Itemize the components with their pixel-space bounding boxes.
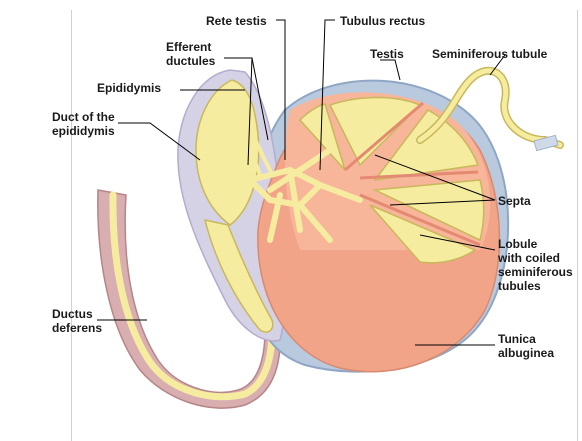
label-ductus-deferens: Ductus deferens bbox=[52, 307, 103, 335]
left-frame-border bbox=[71, 10, 72, 441]
septum-2 bbox=[359, 170, 479, 180]
leader-efferent-ductules-2 bbox=[247, 57, 253, 166]
ductus-deferens-lumen bbox=[109, 191, 276, 401]
leader-septa-2 bbox=[389, 199, 496, 206]
label-tubulus-rectus: Tubulus rectus bbox=[340, 14, 426, 28]
label-tunica-albuginea: Tunica albuginea bbox=[498, 332, 555, 360]
septum-3 bbox=[359, 193, 481, 247]
label-lobule: Lobule with coiled seminiferous tubules bbox=[498, 237, 573, 293]
lobule-2 bbox=[373, 109, 480, 182]
tubule-cut-end bbox=[533, 134, 559, 152]
rete-strand bbox=[317, 182, 363, 203]
leader-duct-of-epididymis bbox=[118, 122, 201, 161]
label-duct-of-epididymis: Duct of the epididymis bbox=[52, 110, 115, 138]
label-testis: Testis bbox=[370, 47, 404, 61]
leader-septa-1 bbox=[374, 154, 496, 201]
leader-testis bbox=[380, 59, 401, 81]
efferent-ductule bbox=[238, 98, 272, 172]
lobule-3 bbox=[372, 179, 485, 242]
rete-strand bbox=[267, 192, 283, 243]
septa-lines bbox=[344, 101, 481, 247]
lobule-4 bbox=[369, 204, 477, 264]
label-epididymis: Epididymis bbox=[97, 81, 162, 95]
seminiferous-tubule bbox=[417, 68, 563, 148]
leader-rete-testis bbox=[276, 19, 286, 160]
label-septa: Septa bbox=[498, 194, 531, 208]
rete-strand bbox=[297, 202, 333, 243]
leader-lines bbox=[97, 19, 506, 346]
rete-strand bbox=[287, 167, 303, 233]
right-frame-border bbox=[577, 10, 578, 441]
leader-lobule bbox=[419, 234, 496, 251]
label-seminiferous-tubule: Seminiferous tubule bbox=[432, 47, 548, 61]
leader-tubulus-rectus bbox=[319, 19, 335, 171]
leader-seminiferous-tubule bbox=[489, 54, 506, 76]
septum-1 bbox=[344, 101, 424, 172]
efferent-ductule bbox=[218, 148, 257, 182]
rete-strand bbox=[244, 166, 326, 209]
lobules bbox=[298, 96, 485, 264]
label-efferent-ductules: Efferent ductules bbox=[166, 40, 216, 68]
epididymis-body bbox=[203, 219, 274, 333]
label-rete-testis: Rete testis bbox=[206, 14, 267, 28]
lobule-5 bbox=[298, 103, 346, 171]
